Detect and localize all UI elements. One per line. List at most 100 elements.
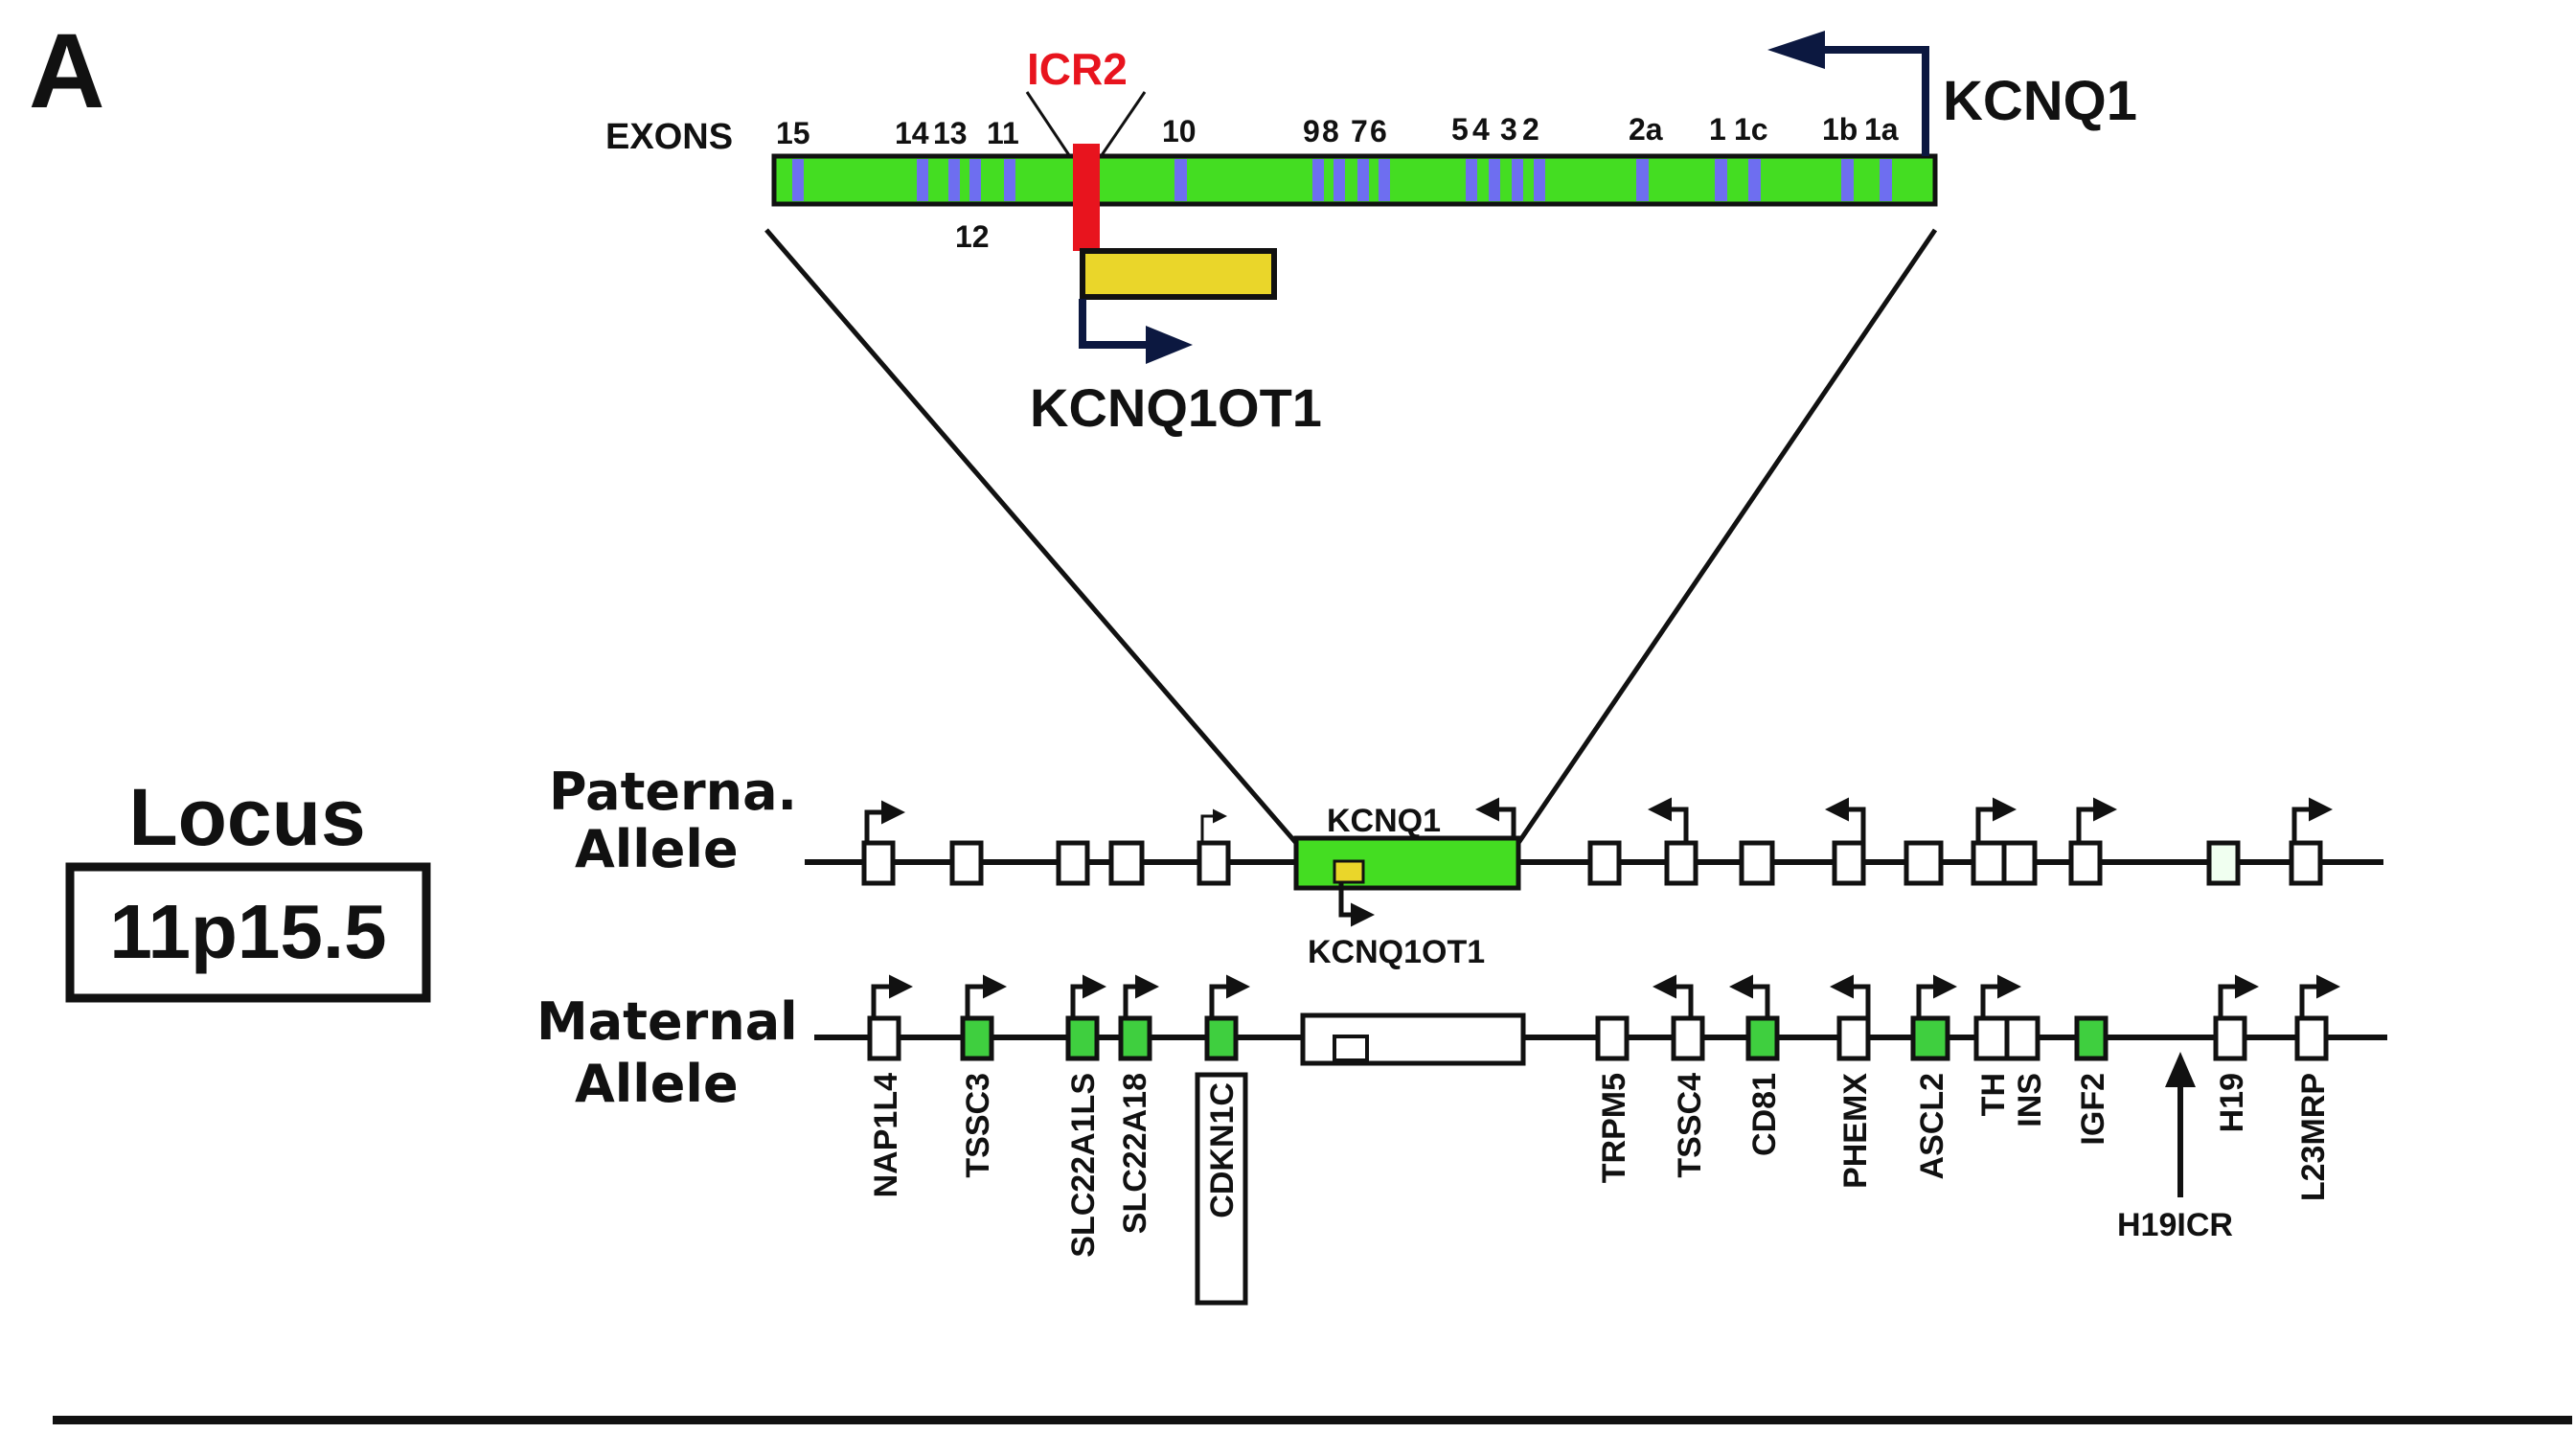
tss-right-arrow-icon — [1200, 808, 1227, 841]
tss-left-arrow-icon — [1475, 797, 1516, 836]
icr2-callout-right — [1100, 91, 1147, 156]
gene-box — [960, 1015, 994, 1061]
tss-right-arrow-icon — [2076, 797, 2117, 841]
locus-band: 11p15.5 — [109, 889, 386, 974]
icr2-label: ICR2 — [1027, 44, 1128, 94]
exon-number: 11 — [987, 116, 1019, 150]
exon-stripe — [1004, 159, 1015, 201]
gene-box — [1745, 1015, 1780, 1061]
gene-box — [949, 840, 984, 886]
exon-number: 9 — [1303, 114, 1320, 148]
gene-box — [1973, 1015, 2010, 1061]
gene-box — [1664, 840, 1698, 886]
maternal-tss-arrows — [871, 974, 2340, 1016]
gene-name-label: L23MRP — [2295, 1073, 2332, 1201]
gene-box — [2294, 1015, 2329, 1061]
h19icr-arrow-icon — [2165, 1052, 2196, 1087]
exon-number: 4 — [1472, 112, 1490, 147]
h19icr-label: H19ICR — [2117, 1207, 2233, 1243]
gene-box — [2001, 840, 2038, 886]
tss-right-arrow-icon — [1209, 974, 1250, 1016]
paternal-tss-arrows — [864, 797, 2333, 841]
gene-name-label: SLC22A1LS — [1065, 1073, 1102, 1258]
exon-stripe — [792, 159, 804, 201]
maternal-genes — [867, 1012, 2329, 1066]
gene-name-label: INS — [2012, 1073, 2048, 1127]
gene-box — [867, 1015, 901, 1061]
exon-stripe — [1512, 159, 1523, 201]
gene-box — [2289, 840, 2323, 886]
gene-name-label: H19 — [2214, 1073, 2250, 1132]
exon-stripe — [1636, 159, 1649, 201]
tss-left-arrow-icon — [1648, 797, 1689, 841]
tss-right-arrow-icon — [1980, 974, 2021, 1016]
exon-number: 2a — [1629, 112, 1663, 147]
exon-bar — [771, 153, 1938, 207]
exon-number: 1a — [1864, 112, 1899, 147]
gene-box — [1065, 1015, 1100, 1061]
exon-number: 2 — [1522, 112, 1539, 147]
exon-number: 14 — [895, 116, 929, 150]
gene-name-label: TH — [1975, 1073, 2012, 1116]
exon-stripe — [1841, 159, 1854, 201]
locus-title: Locus — [128, 772, 365, 862]
gene-box — [2206, 840, 2241, 886]
kcnq1ot1-paternal-label: KCNQ1OT1 — [1308, 934, 1485, 970]
exon-stripe — [1174, 159, 1187, 201]
exon-number: 12 — [955, 219, 990, 254]
gene-name-label: TSSC3 — [960, 1073, 996, 1178]
exon-numbers: 15 14 13 11 10 9 8 7 6 5 4 3 2 2a 1 1c 1… — [776, 112, 1899, 254]
kcnq1ot1-paternal-box — [1333, 859, 1365, 884]
gene-box — [1118, 1015, 1152, 1061]
maternal-label-line1: Maternal — [536, 991, 798, 1052]
exon-map: EXONS 15 14 13 11 10 9 8 7 6 5 4 3 2 2a … — [605, 31, 2137, 438]
exon-number: 10 — [1162, 114, 1197, 148]
exon-stripe — [917, 159, 928, 201]
exon-number: 5 — [1451, 112, 1469, 147]
kcnq1-arrowhead — [1767, 31, 1825, 69]
exon-stripe — [1312, 159, 1324, 201]
gene-box — [1587, 840, 1622, 886]
kcnq1-arrow-icon — [1820, 46, 1929, 156]
gene-name-label: ASCL2 — [1914, 1073, 1950, 1179]
maternal-label-line2: Allele — [575, 1054, 739, 1114]
gene-name-label: IGF2 — [2075, 1073, 2111, 1146]
zoom-line-left — [764, 228, 1298, 845]
kcnq1ot1-arrow-icon — [1079, 299, 1150, 349]
tss-left-arrow-icon — [1825, 797, 1866, 841]
maternal-allele: Maternal Allele — [536, 974, 2387, 1306]
exon-stripe — [1534, 159, 1545, 201]
exon-stripe — [969, 159, 981, 201]
gene-box — [2068, 840, 2103, 886]
exon-number: 13 — [933, 116, 968, 150]
gene-box — [2004, 1015, 2040, 1061]
gene-box — [1739, 840, 1775, 886]
exon-number: 7 — [1351, 114, 1368, 148]
exon-stripe — [1334, 159, 1345, 201]
exon-stripes — [792, 159, 1892, 201]
gene-box — [1595, 1015, 1630, 1061]
gene-box — [861, 840, 896, 886]
tss-right-arrow-icon — [1975, 797, 2017, 841]
exon-stripe — [1357, 159, 1369, 201]
gene-name-label: CD81 — [1746, 1073, 1783, 1156]
zoom-line-right — [1516, 228, 1938, 845]
exon-stripe — [1466, 159, 1477, 201]
exons-row-label: EXONS — [605, 117, 733, 157]
gene-box — [1108, 840, 1145, 886]
exon-number: 1c — [1734, 112, 1768, 147]
exon-number: 3 — [1500, 112, 1517, 147]
tss-right-arrow-icon — [871, 974, 913, 1016]
paternal-genes — [861, 835, 2323, 891]
paternal-label-line1: Paterna. — [549, 762, 797, 822]
gene-box — [1904, 840, 1944, 886]
kcnq1-paternal-box — [1293, 835, 1521, 891]
gene-name-label: SLC22A18 — [1117, 1073, 1153, 1234]
gene-name-label: PHEMX — [1837, 1073, 1874, 1189]
exon-stripe — [1489, 159, 1500, 201]
tss-right-arrow-icon — [1070, 974, 1106, 1016]
exon-stripe — [1880, 159, 1892, 201]
exon-number: 1b — [1822, 112, 1858, 147]
icr2-callout-left — [1025, 91, 1071, 156]
tss-right-arrow-icon — [1916, 974, 1957, 1016]
